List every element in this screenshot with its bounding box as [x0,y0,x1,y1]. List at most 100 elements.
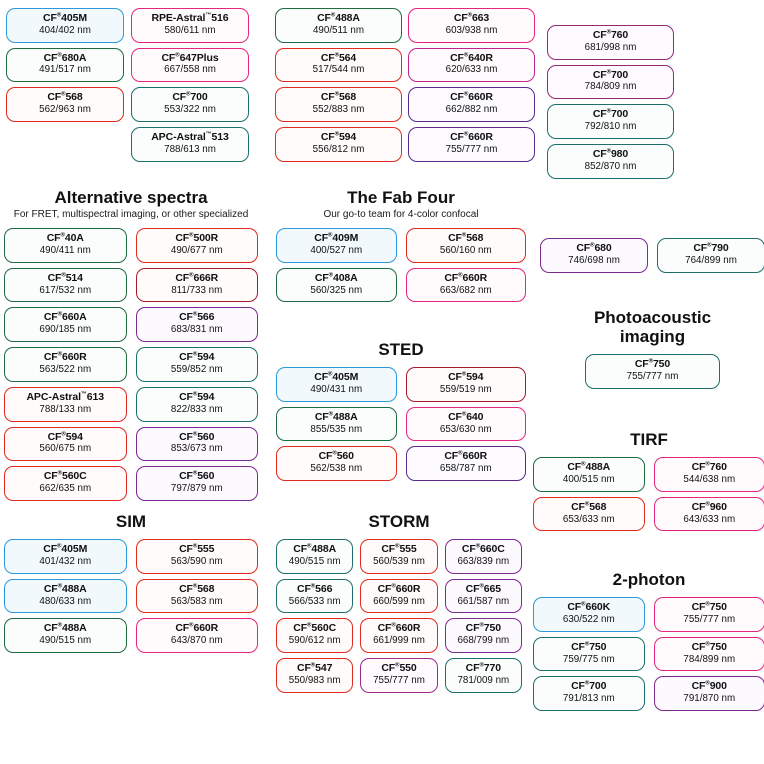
registered-mark: ® [328,371,333,378]
registered-mark: ® [334,91,339,98]
dye-wavelengths: 663/839 nm [457,555,510,567]
dye-name: CF®488A [567,461,611,474]
section-fab-four: The Fab Four Our go-to team for 4-color … [276,188,526,303]
dye-name: APC-Astral™513 [151,131,229,144]
dye-name: CF®560 [318,450,354,463]
dye-wavelengths: 662/882 nm [445,104,498,116]
registered-mark: ® [479,662,484,669]
dye-name: CF®750 [571,640,607,653]
trademark-mark: ™ [205,131,212,138]
dye-wavelengths: 552/883 nm [312,104,365,116]
dye-name: CF®594 [179,390,215,403]
registered-mark: ® [307,622,312,629]
dye-wavelengths: 400/527 nm [310,244,363,256]
section-title: STED [378,340,424,359]
dye-name: CF®405M [43,12,87,24]
dye-wavelengths: 755/777 nm [445,143,498,155]
dye-wavelengths: 404/402 nm [39,24,91,36]
registered-mark: ® [458,272,463,279]
registered-mark: ® [705,601,710,608]
dye-name: CF®550 [381,662,417,675]
registered-mark: ® [606,29,611,36]
